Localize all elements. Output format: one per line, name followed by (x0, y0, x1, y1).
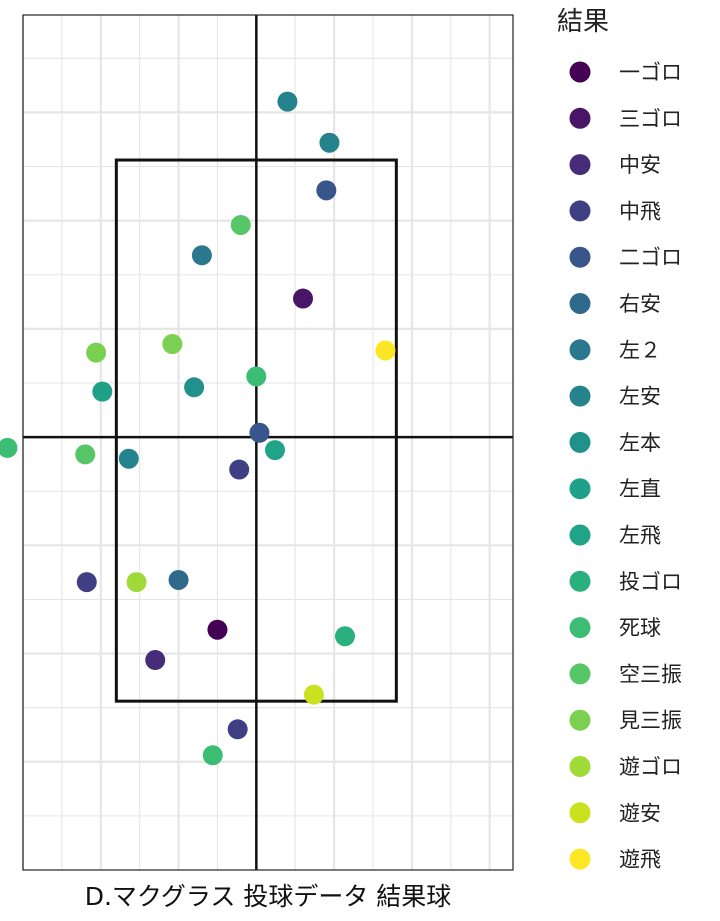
data-point (145, 650, 166, 671)
legend-label: 中安 (619, 153, 661, 177)
data-point (335, 626, 355, 647)
data-point (207, 619, 228, 640)
legend-label: 左本 (619, 431, 661, 455)
legend-key (569, 802, 591, 824)
legend-label: 一ゴロ (619, 61, 682, 85)
legend-label: 遊飛 (619, 848, 661, 872)
legend-label: 左２ (619, 338, 661, 362)
legend-key (569, 709, 591, 731)
legend-key (569, 61, 591, 83)
data-point (277, 91, 298, 112)
strike-zone (114, 158, 398, 703)
legend-key (569, 200, 591, 222)
data-point (227, 719, 248, 740)
data-point (230, 214, 251, 235)
legend-label: 死球 (619, 616, 661, 640)
data-point (265, 440, 285, 461)
legend-key (569, 293, 591, 314)
legend-key (569, 339, 591, 361)
data-point (75, 444, 96, 465)
legend-label: 見三振 (619, 709, 682, 733)
data-point (202, 745, 223, 766)
data-point (168, 569, 189, 590)
legend-key (569, 617, 591, 639)
data-point (0, 437, 18, 458)
data-point (229, 459, 250, 480)
plot-panel-border (22, 14, 514, 871)
legend-label: 投ゴロ (619, 570, 682, 594)
legend-label: 二ゴロ (619, 246, 682, 270)
legend-key (569, 154, 591, 176)
legend-label: 右安 (619, 292, 661, 316)
x-axis-label: D.マクグラス 投球データ 結果球 (85, 882, 452, 911)
data-point (118, 448, 139, 469)
legend-key (569, 246, 591, 268)
data-point (319, 132, 340, 153)
data-point (126, 572, 147, 593)
data-points (0, 91, 396, 766)
legend-key (569, 756, 591, 777)
legend-label: 左直 (619, 477, 661, 501)
data-point (86, 342, 107, 363)
data-point (162, 334, 183, 355)
data-point (191, 245, 212, 266)
legend-label: 三ゴロ (619, 107, 682, 131)
legend-key (569, 107, 591, 129)
data-point (316, 180, 337, 201)
data-point (293, 288, 313, 309)
data-point (92, 381, 113, 402)
legend-key (569, 663, 591, 685)
data-point (249, 422, 270, 443)
legend-label: 空三振 (619, 662, 682, 686)
legend-key (569, 385, 591, 407)
data-point (246, 366, 267, 387)
legend-label: 中飛 (619, 199, 661, 223)
legend-label: 左飛 (619, 524, 661, 548)
zero-axes (23, 15, 513, 870)
data-point (375, 340, 396, 361)
data-point (303, 684, 324, 705)
legend-key (569, 848, 591, 870)
legend-title: 結果 (557, 7, 609, 37)
legend-key (569, 524, 591, 546)
grid-lines (21, 15, 513, 870)
legend-key (569, 570, 591, 592)
legend-label: 遊ゴロ (619, 755, 682, 779)
legend-label: 遊安 (619, 801, 661, 825)
data-point (76, 572, 97, 593)
data-point (184, 377, 205, 398)
legend-key (569, 431, 591, 453)
legend-key (569, 478, 591, 500)
legend-label: 左安 (619, 385, 661, 409)
